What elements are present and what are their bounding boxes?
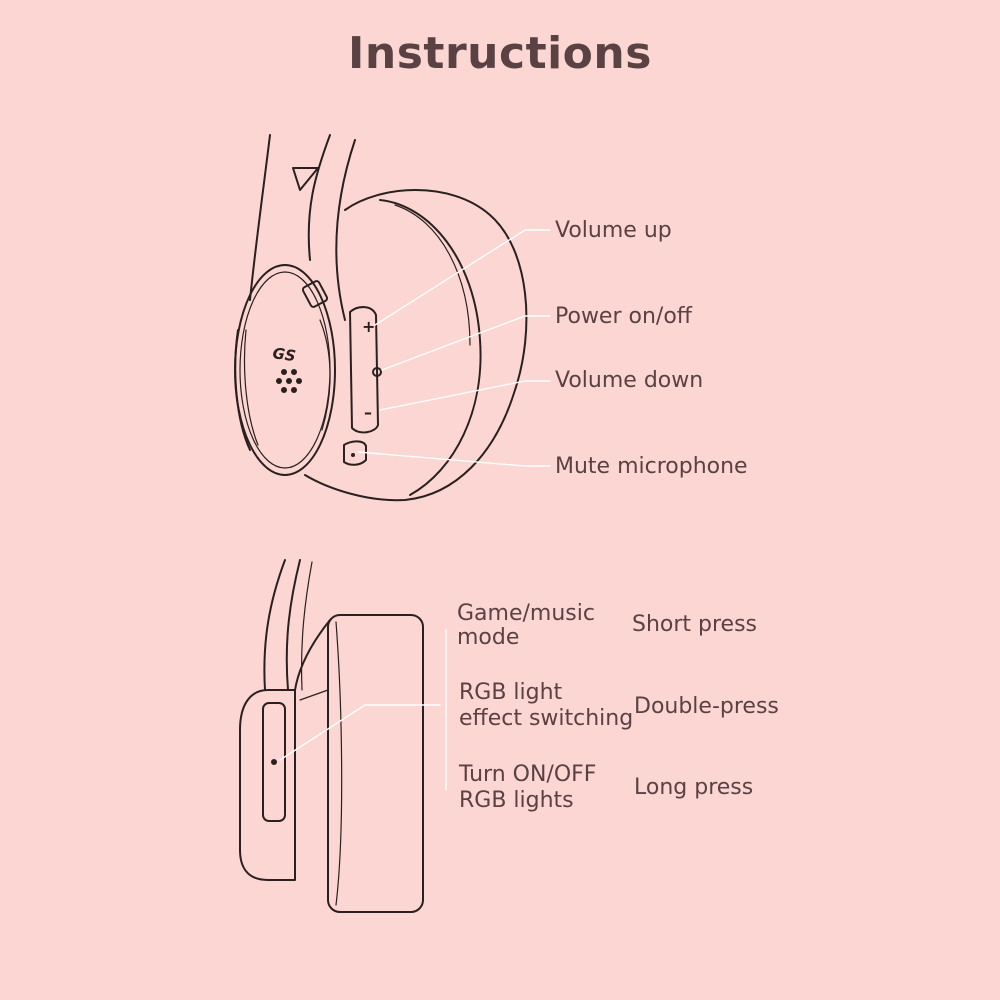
rgb-button-icon[interactable] xyxy=(271,759,277,765)
ear-cushion-outline xyxy=(304,189,528,502)
side-ear-cushion xyxy=(327,614,424,913)
leader-power xyxy=(381,315,551,371)
speaker-holes-icon xyxy=(276,369,302,393)
headband-inner-edge xyxy=(307,134,331,261)
label-volume-up: Volume up xyxy=(555,218,672,243)
brand-logo: GS xyxy=(271,344,296,365)
mute-mic-icon xyxy=(351,453,355,457)
headband-slider xyxy=(335,139,356,321)
side-ear-cup-edge xyxy=(294,619,331,691)
press-type-2: Double-press xyxy=(634,694,779,719)
headphone-bottom-illustration xyxy=(239,559,447,913)
side-headband-edge xyxy=(300,561,313,691)
volume-down-minus-icon: – xyxy=(364,403,372,422)
volume-up-plus-icon: + xyxy=(362,317,375,336)
press-type-1: Short press xyxy=(632,612,758,637)
function-1-line1: Game/music xyxy=(457,601,595,626)
label-mute-microphone: Mute microphone xyxy=(555,454,748,479)
function-1-line2: mode xyxy=(457,625,520,650)
side-button-strip xyxy=(262,702,286,822)
press-type-3: Long press xyxy=(634,775,754,800)
leader-volume-up xyxy=(374,229,551,326)
headphone-top-illustration: GS + – xyxy=(234,134,551,502)
function-2-line2: effect switching xyxy=(459,706,634,731)
side-indicator xyxy=(301,280,329,308)
side-headband-outer xyxy=(263,559,286,691)
triangle-marker-icon xyxy=(292,167,319,191)
outer-plate-rim-inner xyxy=(243,329,259,446)
mute-button[interactable] xyxy=(343,440,367,466)
side-cushion-join xyxy=(299,689,329,701)
leader-mute xyxy=(357,451,551,467)
leader-volume-down xyxy=(379,380,551,411)
label-volume-down: Volume down xyxy=(555,368,704,393)
headband-outer-edge xyxy=(249,134,271,301)
function-2-line1: RGB light xyxy=(459,680,563,705)
power-button-icon[interactable] xyxy=(372,367,382,377)
ear-cushion-seam xyxy=(379,199,482,496)
function-3-line1: Turn ON/OFF xyxy=(459,762,597,787)
label-power: Power on/off xyxy=(555,304,692,329)
outer-plate-rim xyxy=(234,329,251,451)
side-ear-cup-shell xyxy=(239,689,296,881)
side-headband-inner xyxy=(285,559,301,691)
ear-cushion-inner-seam xyxy=(394,204,471,346)
leader-rgb-button xyxy=(279,704,441,761)
page-title: Instructions xyxy=(348,28,652,79)
button-strip xyxy=(349,306,379,434)
outer-plate-arc xyxy=(319,319,331,431)
function-3-line2: RGB lights xyxy=(459,788,574,813)
side-cushion-seam xyxy=(335,621,343,906)
